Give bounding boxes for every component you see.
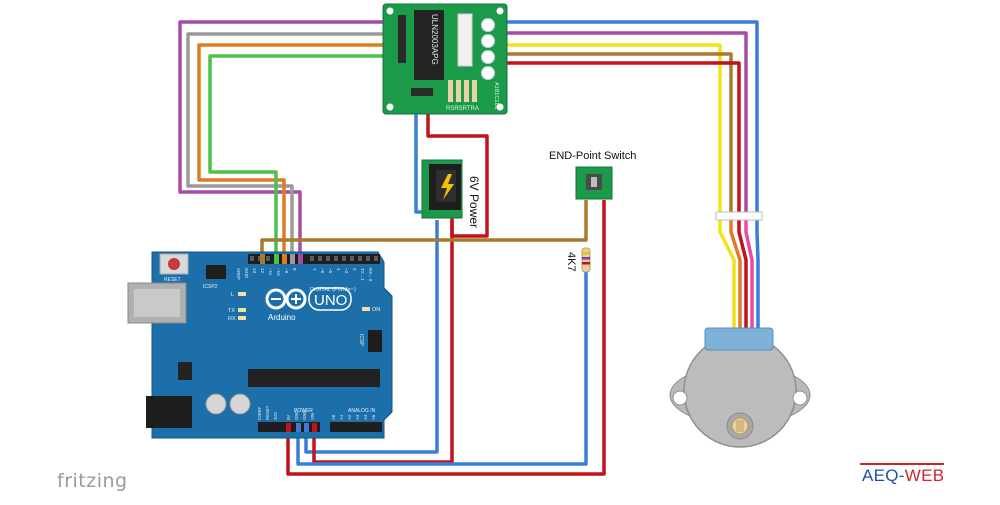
wire-gray-in2 (186, 32, 400, 262)
icsp-header (368, 330, 382, 352)
pin-2-label: 2 (352, 268, 357, 271)
pwr-gnd2-label: GND (302, 410, 307, 420)
wire-purple-in1 (178, 20, 400, 262)
resistor-label: 4K7 (565, 252, 577, 272)
a4-label: A4 (363, 414, 368, 420)
arduino-brand-label: Arduino (268, 313, 296, 322)
pin-11-label: ~11 (268, 268, 273, 276)
pwr-reset-label: RESET (265, 405, 270, 420)
icsp-label: ICSP (358, 334, 364, 346)
wire-blue-motor (462, 20, 759, 218)
pin-3-label: ~3 (344, 268, 349, 274)
pin-9-label: ~9 (284, 268, 289, 274)
atmega-chip (248, 369, 380, 387)
driver-resistor-label: RSRSRTRA (446, 106, 479, 112)
pin-6-label: ~6 (320, 268, 325, 274)
wire-yellow-motor (462, 43, 722, 218)
wire-blue-gnd (304, 220, 439, 454)
arduino-logo: UNO Arduino (265, 287, 352, 322)
pwr-3v3-label: 3V3 (273, 412, 278, 420)
uln2003-chip (414, 10, 444, 80)
pwr-5v-label: 5V (286, 415, 291, 420)
analog-header-label: ANALOG IN (348, 408, 376, 414)
web-text: WEB (904, 466, 945, 485)
brand-underline (860, 463, 944, 465)
pin-12-label: 12 (260, 268, 265, 274)
switch-label: END-Point Switch (549, 150, 636, 162)
driver-chip-label: ULN2003APG (430, 14, 439, 65)
wire-brown-motor (462, 52, 733, 218)
aeq-web-logo: AEQ-WEB (862, 466, 944, 486)
arduino-reset-label: RESET (164, 277, 181, 283)
arduino-uno: RESET ICSP2 AREF GND 13 12 ~11 ~10 ~9 (127, 251, 393, 439)
icsp2-header: ICSP2 (203, 265, 226, 290)
pin-8-label: 8 (292, 268, 297, 271)
wire-red-vin (312, 220, 454, 464)
power-jack: 6V Power (421, 159, 481, 228)
wire-brown-switch (260, 200, 588, 262)
pin-13-label: 13 (252, 268, 257, 274)
analog-header (330, 422, 382, 432)
pin-rx0-label: RX←0 (368, 268, 373, 282)
pwr-gnd1-label: GND (294, 410, 299, 420)
wire-red-motor (462, 61, 741, 218)
pin-tx1-label: TX→1 (360, 268, 365, 281)
pin-5-label: ~5 (328, 268, 333, 274)
power-header-label: POWER (294, 408, 313, 414)
pwr-vin-label: VIN (310, 413, 315, 420)
resistor-4k7: 4K7 (565, 247, 591, 273)
pin-4-label: 4 (336, 268, 341, 271)
pin-7-label: 7 (312, 268, 317, 271)
a1-label: A1 (339, 414, 344, 420)
pin-10-label: ~10 (276, 268, 281, 276)
pwr-ioref-label: IOREF (257, 406, 262, 420)
pin-aref-label: AREF (236, 268, 241, 280)
driver-side-label: A1B1C1D1 (493, 82, 499, 110)
endpoint-switch: END-Point Switch (549, 150, 636, 200)
wire-red-switch (286, 200, 606, 476)
pin-gnd-label: GND (244, 268, 249, 279)
aeq-text: AEQ- (862, 466, 905, 485)
fritzing-watermark: fritzing (57, 470, 128, 492)
bolt-icon (441, 174, 454, 200)
arduino-model-label: UNO (314, 292, 347, 309)
a5-label: A5 (371, 414, 376, 420)
power-label: 6V Power (467, 176, 481, 228)
led-rx-label: RX (228, 316, 236, 322)
wires (178, 20, 759, 476)
led-l-label: L (231, 292, 234, 298)
wire-purple-motor (462, 31, 748, 218)
arduino-icsp2-label: ICSP2 (203, 284, 218, 290)
led-tx-label: TX (228, 308, 235, 314)
wire-ends (260, 254, 317, 432)
digital-label: DIGITAL (PWM=~) (310, 287, 356, 293)
wire-blue-switch (296, 268, 588, 466)
a3-label: A3 (355, 414, 360, 420)
a0-label: A0 (331, 414, 336, 420)
a2-label: A2 (347, 414, 352, 420)
driver-board: ULN2003APG RSRSRTRA A1B1C1D1 (382, 3, 508, 115)
wire-orange-in3 (197, 43, 400, 262)
led-on-label: ON (372, 307, 380, 313)
stepper-motor (669, 211, 811, 448)
wire-green-in4 (208, 54, 400, 262)
